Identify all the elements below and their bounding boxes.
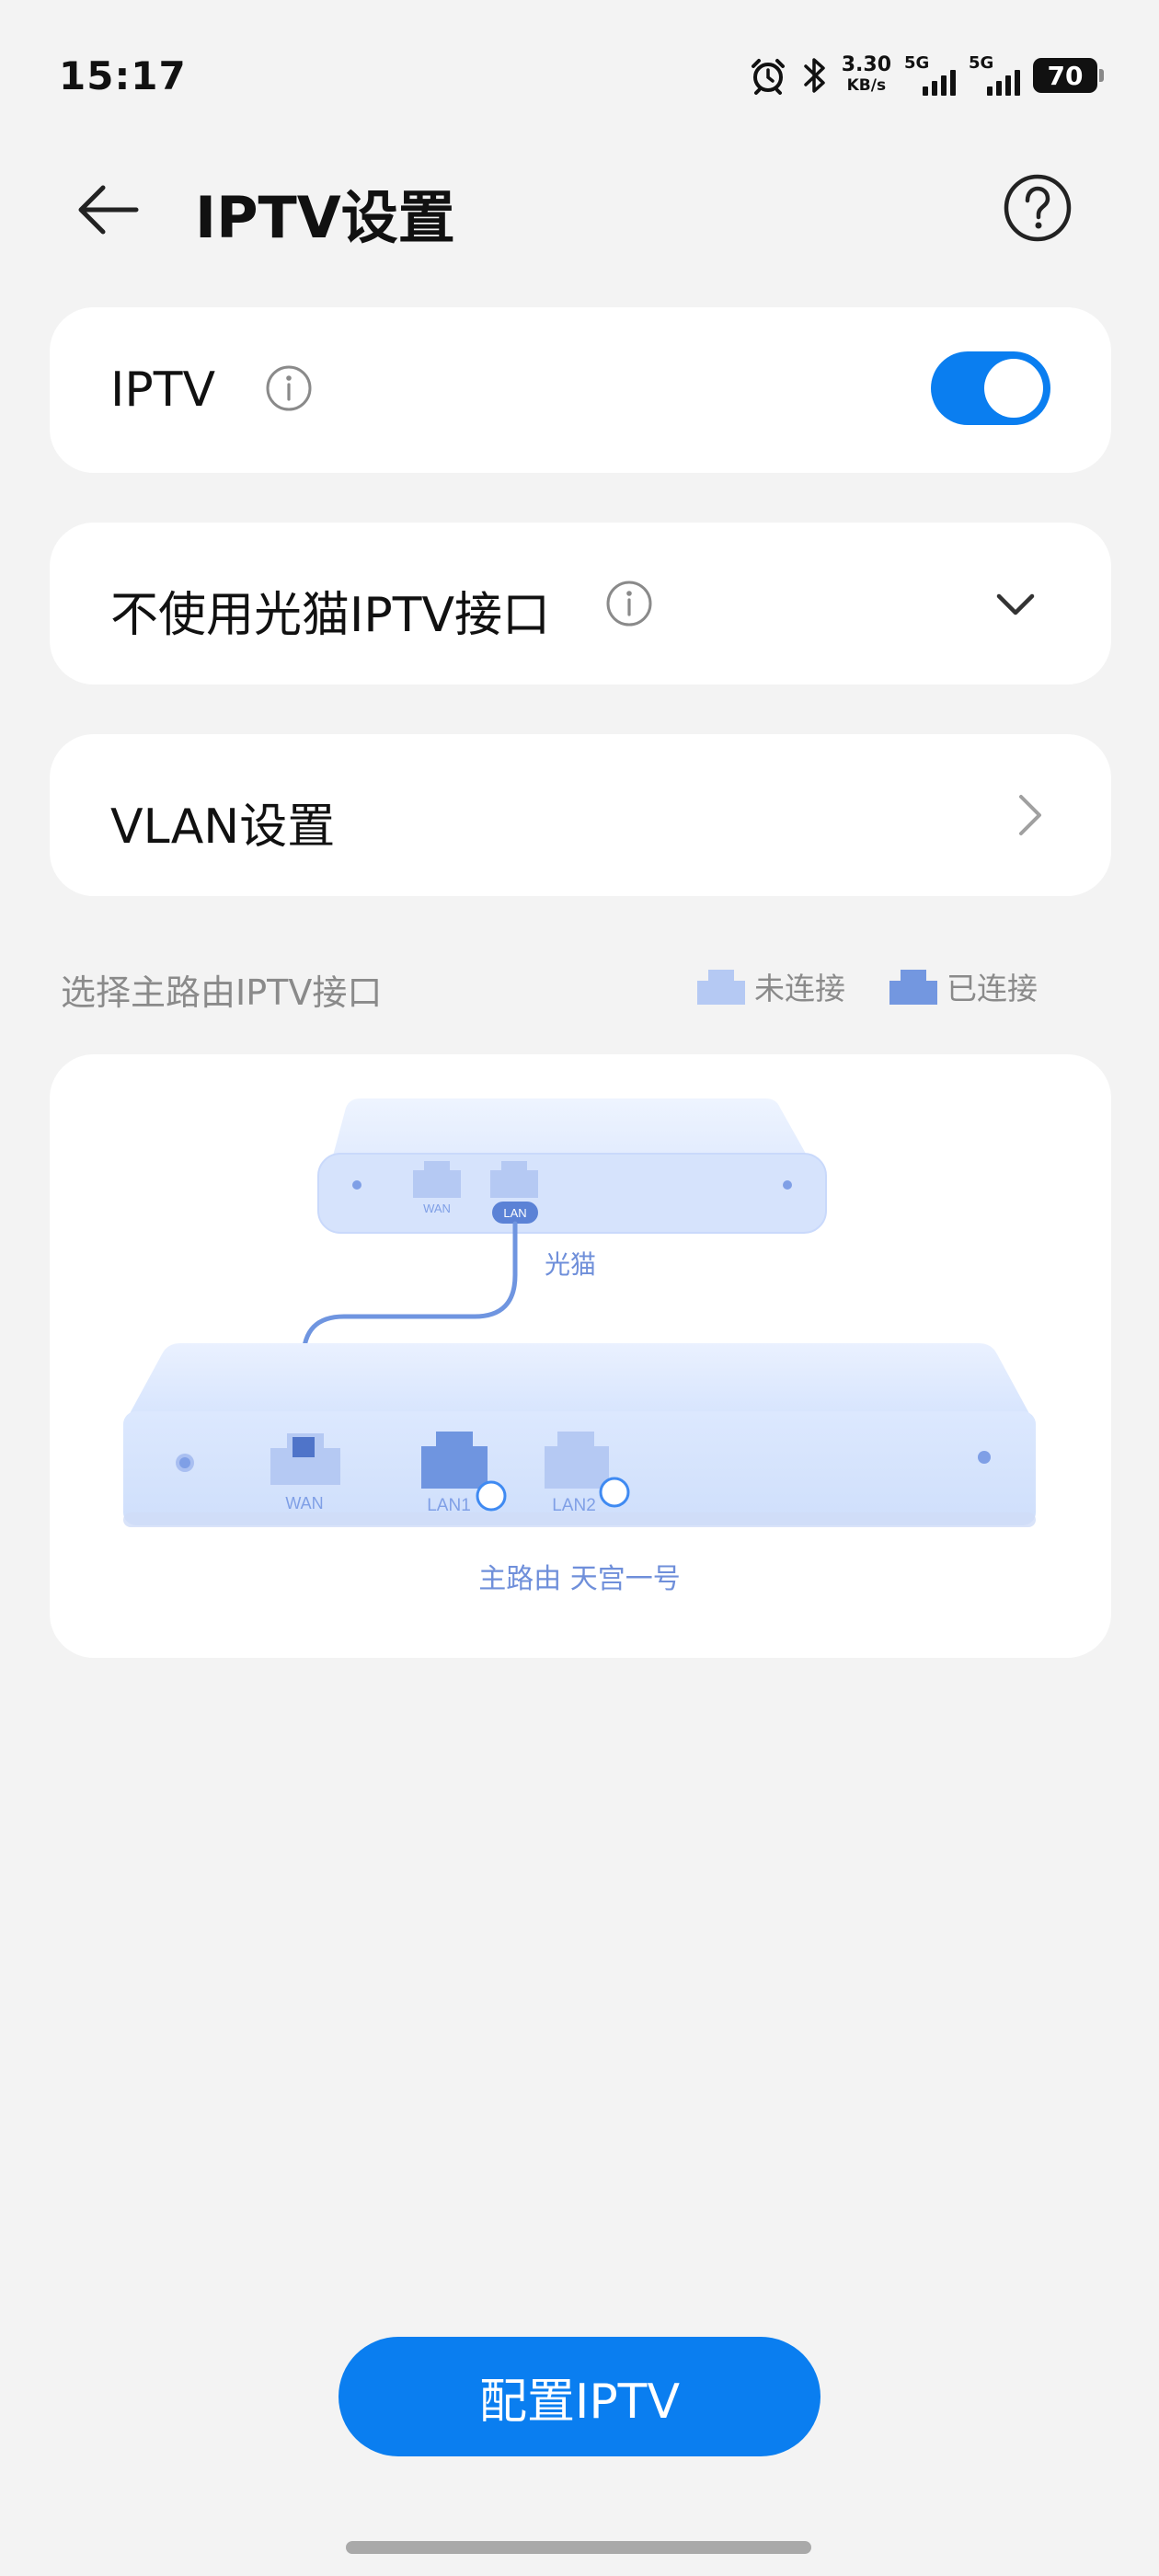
network-speed: 3.30 KB/s xyxy=(842,55,891,96)
page-title: IPTV设置 xyxy=(195,184,455,251)
port-legend: 未连接 已连接 xyxy=(695,964,1038,1008)
topology-illustration: WAN LAN 光猫 WAN xyxy=(123,1098,1036,1595)
cellular-signal-2: 5G xyxy=(969,53,1020,96)
router-wan-label: WAN xyxy=(285,1494,323,1512)
legend-unconnected: 未连接 xyxy=(695,964,845,1008)
toggle-knob xyxy=(984,359,1043,418)
status-icons: 3.30 KB/s 5G 5G 70 xyxy=(748,50,1104,101)
iptv-label: IPTV xyxy=(110,362,216,418)
cellular-signal-1: 5G xyxy=(904,53,956,96)
port-section-title: 选择主路由IPTV接口 xyxy=(61,972,383,1013)
legend-connected-label: 已连接 xyxy=(947,971,1038,1006)
network-speed-unit: KB/s xyxy=(846,76,887,95)
legend-connected: 已连接 xyxy=(888,964,1038,1008)
router-lan2-label: LAN2 xyxy=(552,1496,596,1515)
signal-bars-icon xyxy=(923,59,956,96)
app-header: IPTV设置 xyxy=(0,156,1159,258)
network-cable xyxy=(301,1221,518,1442)
back-arrow-icon xyxy=(78,185,139,235)
modem-name: 光猫 xyxy=(545,1249,596,1280)
chevron-down-icon xyxy=(996,593,1035,615)
vlan-settings-item[interactable]: VLAN设置 xyxy=(50,734,1111,896)
main-router: WAN LAN1 LAN2 xyxy=(123,1343,1036,1527)
modem-wan-port xyxy=(413,1161,461,1198)
router-name: 主路由 天宫一号 xyxy=(478,1563,681,1595)
status-time: 15:17 xyxy=(59,53,187,98)
chevron-right-icon xyxy=(1019,795,1041,835)
help-button[interactable] xyxy=(999,169,1076,247)
status-bar: 15:17 3.30 KB/s 5G 5G xyxy=(0,0,1159,147)
home-indicator[interactable] xyxy=(346,2541,811,2554)
battery-icon: 70 xyxy=(1033,58,1097,93)
info-icon[interactable] xyxy=(265,364,313,412)
iptv-mode-select[interactable]: 不使用光猫IPTV接口 xyxy=(50,523,1111,684)
port-connected-icon xyxy=(889,970,937,1005)
legend-unconnected-label: 未连接 xyxy=(754,971,845,1006)
modem-wan-label: WAN xyxy=(423,1202,451,1215)
battery-level: 70 xyxy=(1047,60,1084,91)
modem-lan-label: LAN xyxy=(503,1206,526,1220)
network-speed-value: 3.30 xyxy=(841,53,891,76)
iptv-card: IPTV xyxy=(50,307,1111,473)
iptv-toggle[interactable] xyxy=(931,351,1050,425)
bluetooth-icon xyxy=(801,55,829,96)
optical-modem: WAN LAN xyxy=(317,1098,827,1234)
back-button[interactable] xyxy=(72,173,145,247)
configure-iptv-button[interactable]: 配置IPTV xyxy=(339,2337,820,2456)
help-icon xyxy=(1004,174,1072,242)
network-type-label: 5G xyxy=(904,53,930,73)
modem-lan-port xyxy=(490,1161,538,1198)
info-icon[interactable] xyxy=(605,580,653,627)
vlan-settings-label: VLAN设置 xyxy=(110,799,336,855)
battery-tip xyxy=(1099,69,1104,82)
signal-bars-icon xyxy=(987,59,1020,96)
router-wan-port xyxy=(270,1433,340,1485)
iptv-mode-value: 不使用光猫IPTV接口 xyxy=(110,588,551,643)
router-lan1-label: LAN1 xyxy=(427,1496,471,1515)
connection-diagram: WAN LAN 光猫 WAN xyxy=(50,1054,1111,1658)
port-unconnected-icon xyxy=(697,970,745,1005)
router-lan2-port[interactable] xyxy=(545,1432,630,1508)
alarm-icon xyxy=(748,55,788,96)
router-lan1-port[interactable] xyxy=(421,1432,507,1512)
network-type-label: 5G xyxy=(969,53,994,73)
